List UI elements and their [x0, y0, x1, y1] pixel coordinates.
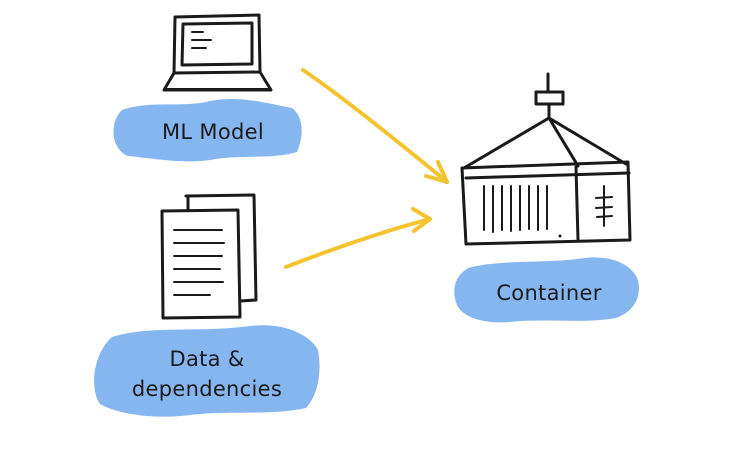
shipping-container-icon	[460, 72, 632, 246]
ml-model-label: ML Model	[162, 120, 264, 144]
container-highlight	[454, 257, 639, 323]
documents-icon	[160, 193, 258, 320]
arrow-data-deps-to-container	[284, 207, 432, 269]
laptop-icon	[162, 13, 273, 92]
data-deps-highlight	[94, 325, 320, 417]
ml-model-highlight	[113, 98, 302, 162]
data-deps-label-line1: Data &	[170, 347, 245, 371]
arrow-ml-model-to-container	[301, 68, 449, 184]
container-label: Container	[496, 281, 601, 305]
data-deps-label-line2: dependencies	[132, 377, 282, 401]
